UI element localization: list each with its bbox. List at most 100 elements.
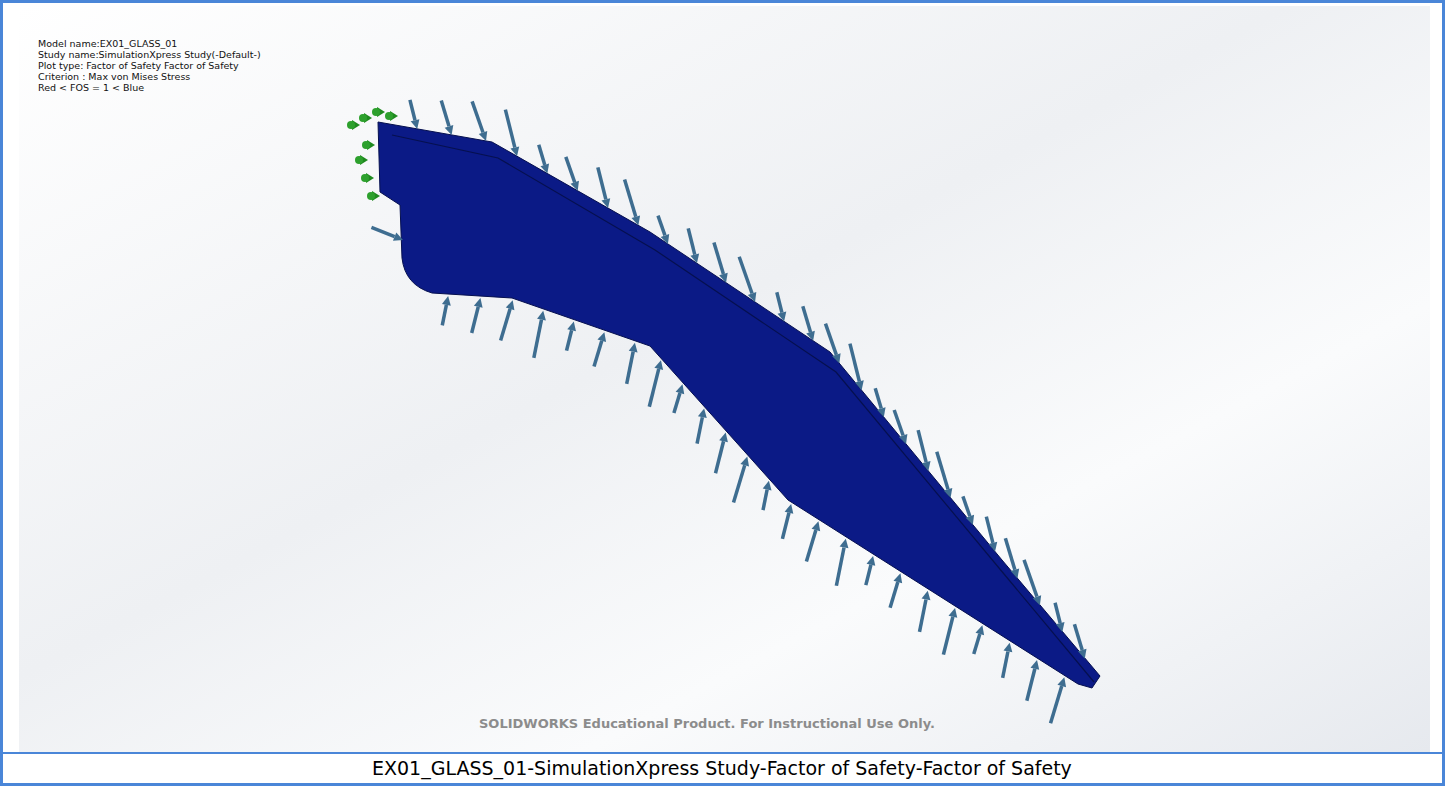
fixture-ball [385,112,393,120]
fixture-ball [367,192,375,200]
load-arrow-shaft [1027,669,1035,701]
viewport-ground [19,6,1430,752]
figure-caption: EX01_GLASS_01-SimulationXpress Study-Fac… [372,757,1072,779]
load-arrow-shaft [918,430,926,462]
load-arrow-head [540,164,549,174]
load-arrow-head [1033,595,1041,605]
load-arrow-head [442,296,451,306]
part-edge [392,135,1094,682]
load-arrow-head [506,300,515,310]
load-arrow-shaft [739,257,752,294]
load-arrow-head [832,353,840,363]
load-arrow-shaft [1074,624,1082,650]
load-arrow-head [877,407,886,417]
load-arrow-shaft [1055,603,1060,623]
load-arrow-head [855,380,864,390]
watermark: SOLIDWORKS Educational Product. For Inst… [479,716,935,731]
fixture-symbols [347,107,398,201]
load-arrow-shaft [806,530,815,562]
load-arrow-shaft [442,305,446,326]
load-arrow-head [949,608,958,618]
load-arrow-head [629,343,638,353]
load-arrow-shaft [875,388,881,408]
load-arrow-shaft [986,517,993,543]
load-arrow-shaft [1005,538,1014,570]
load-arrow-head [719,432,728,442]
load-arrow-shaft [625,179,636,216]
load-arrow-head [654,360,663,370]
load-arrow-shaft [688,228,695,254]
load-arrow-shaft [734,465,745,502]
load-arrow-head [975,625,984,635]
fixture-ball [359,114,367,122]
load-arrow-head [989,542,998,552]
study-name: Study name:SimulationXpress Study(-Defau… [38,49,261,60]
load-arrow-shaft [505,110,514,148]
load-arrow-head [966,515,974,525]
load-arrow-shaft [825,324,836,355]
load-arrow-head [806,331,815,341]
load-arrow-shaft [763,490,767,511]
glass-part [378,122,1100,688]
load-arrow-shaft [937,452,948,489]
load-arrow-shaft [920,599,926,631]
load-arrow-head [748,292,756,302]
load-arrow-head [445,125,454,135]
load-arrow-head [763,481,772,491]
load-arrow-head [740,457,749,467]
color-key: Red < FOS = 1 < Blue [38,82,144,93]
load-arrow-shaft [850,344,859,382]
load-arrow-head [1078,649,1087,659]
load-arrow-shaft [890,582,898,608]
fixture-ball [347,121,355,129]
load-arrow-head [867,556,876,566]
load-arrow-head [1030,660,1039,670]
part-body [378,122,1100,688]
load-arrow-shaft [1024,560,1037,597]
load-arrow-shaft [594,341,602,367]
load-arrow-shaft [782,513,789,539]
fixture-ball [362,141,370,149]
load-arrow-shaft [566,157,575,182]
load-arrow-head [894,573,903,583]
load-arrow-shaft [777,292,782,312]
load-arrow-head [778,312,787,322]
load-arrow-shaft [1003,651,1008,677]
load-arrow-shaft [472,101,483,132]
load-arrow-head [631,215,640,225]
load-arrow-shaft [627,352,633,384]
load-arrow-head [479,131,487,141]
load-arrow-shaft [410,100,415,120]
load-arrow-head [785,504,794,514]
load-arrow-head [1011,568,1020,578]
load-arrow-shaft [534,320,542,358]
load-arrow-head [840,539,849,549]
load-arrow-head [567,321,576,331]
load-arrow-shaft [649,369,658,407]
load-arrow-head [719,273,728,283]
fixture-ball [372,108,380,116]
load-arrow-shaft [441,100,449,126]
load-arrow-head [597,332,606,342]
load-arrow-shaft [371,227,394,236]
load-arrow-shaft [716,441,724,473]
load-arrow-shaft [539,145,545,165]
load-arrow-head [1057,677,1066,687]
load-arrow-shaft [674,393,680,413]
load-arrow-head [474,298,483,308]
load-arrow-head [812,521,821,531]
load-arrows [371,100,1086,723]
load-arrow-shaft [963,496,970,516]
load-arrow-shaft [697,417,702,443]
load-arrow-head [510,146,519,156]
load-arrow-shaft [472,307,479,333]
load-arrow-head [1004,643,1013,653]
load-arrow-head [922,461,931,471]
fixture-ball [361,174,369,182]
load-arrow-shaft [714,242,723,274]
load-arrow-head [661,234,669,244]
fixture-ball [355,156,363,164]
load-arrow-head [1056,622,1065,632]
